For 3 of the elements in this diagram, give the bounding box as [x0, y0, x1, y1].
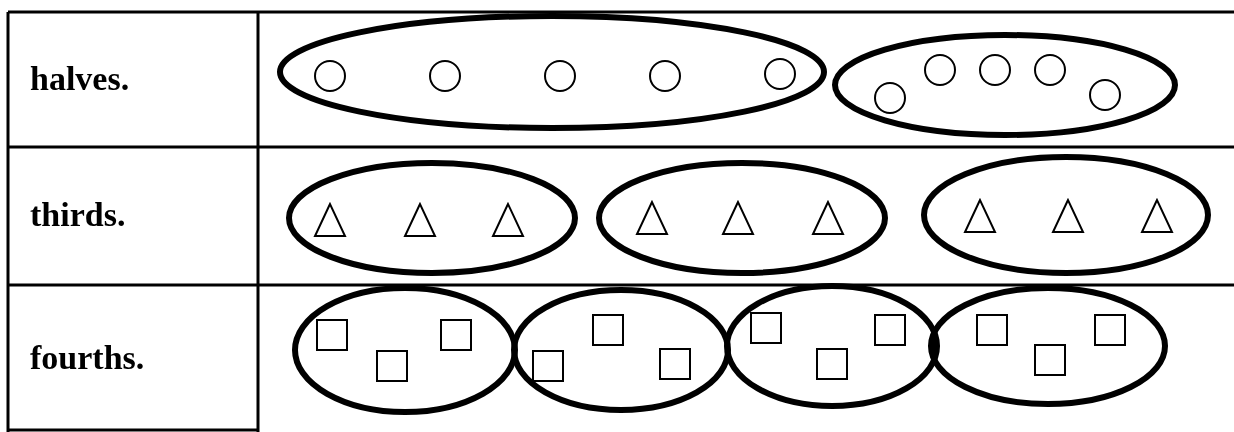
row-label: thirds. — [30, 198, 126, 232]
row-label: fourths. — [30, 340, 145, 375]
row-label: halves. — [30, 61, 130, 96]
